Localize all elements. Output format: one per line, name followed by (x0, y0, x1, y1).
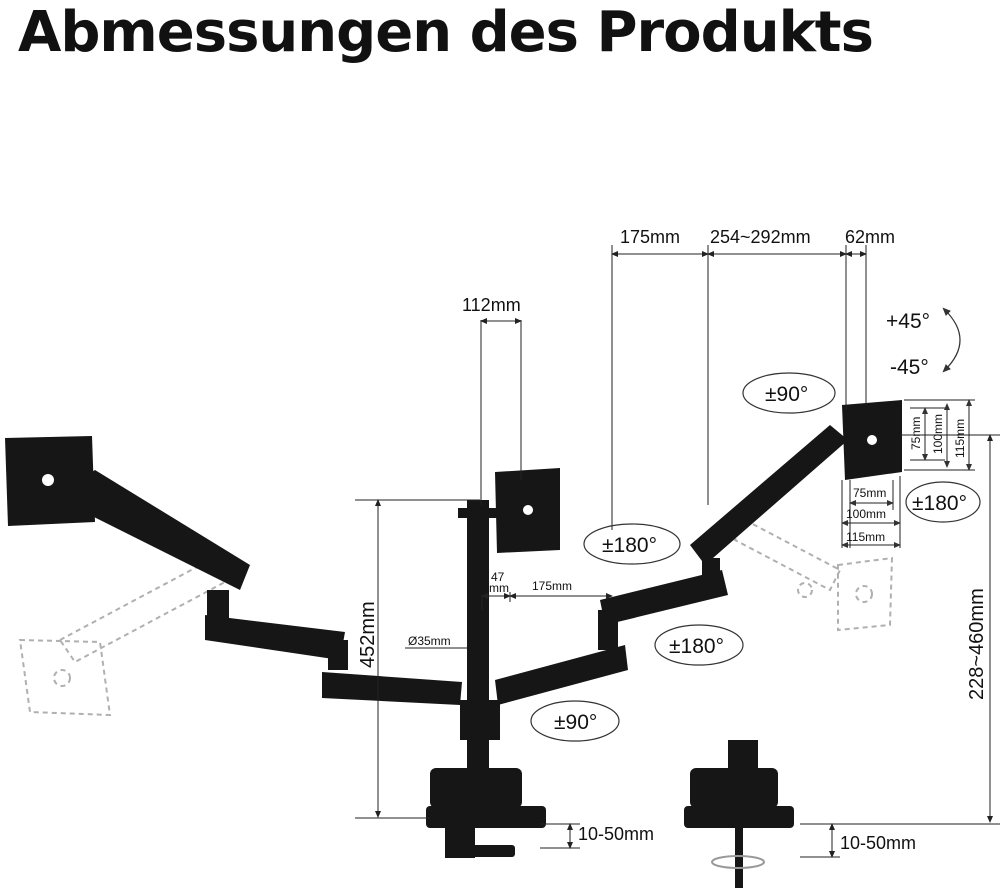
tilt-up-label: +45° (886, 310, 930, 333)
height-range-label: 228~460mm (966, 588, 988, 700)
dimension-lines (355, 245, 1000, 858)
right-arm (495, 425, 848, 705)
clamp-range-right-label: 10-50mm (840, 833, 916, 853)
page-title: Abmessungen des Produkts (18, 0, 874, 65)
pole-gap-label-1: 47 (491, 570, 505, 584)
bracket-depth-label: 62mm (845, 227, 895, 247)
base-swivel-label: ±90° (554, 711, 597, 734)
arm-rotate-a-label: ±180° (602, 534, 657, 557)
vesa-plate-center (495, 468, 560, 553)
vesa-75-v-label: 75mm (909, 417, 923, 450)
desk-clamp-right (684, 740, 794, 888)
tilt-down-label: -45° (890, 356, 929, 379)
center-pole (458, 500, 500, 770)
left-arm (82, 470, 462, 705)
ghost-left-arm (18, 558, 227, 717)
arm-rotate-b-label: ±180° (669, 635, 724, 658)
vesa-115-h-label: 115mm (846, 530, 885, 544)
vesa-offset-label: 112mm (462, 295, 521, 315)
vesa-plate-right (842, 400, 902, 480)
pole-height-label: 452mm (357, 601, 379, 668)
tilt-arrow-icon (942, 307, 961, 373)
vesa-75-h-label: 75mm (853, 486, 886, 500)
rotate-right-label: ±180° (912, 492, 967, 515)
vesa-100-v-label: 100mm (931, 414, 945, 454)
arm-segment-mid-label: 175mm (532, 579, 572, 593)
pole-diameter-label: Ø35mm (408, 634, 451, 648)
arm-extension-label: 254~292mm (710, 227, 811, 247)
vesa-100-h-label: 100mm (846, 507, 886, 521)
clamp-range-left-label: 10-50mm (578, 824, 654, 844)
rotation-labels: +45° -45° ±90° ±180° ±180° ±180° ±90° (554, 310, 967, 734)
grommet-icon (711, 855, 765, 869)
rotation-arrow-icon (530, 372, 981, 742)
vesa-115-v-label: 115mm (953, 419, 967, 458)
arm-segment-top-label: 175mm (620, 227, 680, 247)
swivel-top-label: ±90° (765, 383, 808, 406)
dimension-labels: 112mm 175mm 254~292mm 62mm 452mm Ø35mm 4… (357, 227, 988, 853)
vesa-plate-left (5, 436, 95, 526)
pole-gap-label-2: mm (489, 581, 509, 595)
desk-clamp-left (426, 768, 546, 858)
